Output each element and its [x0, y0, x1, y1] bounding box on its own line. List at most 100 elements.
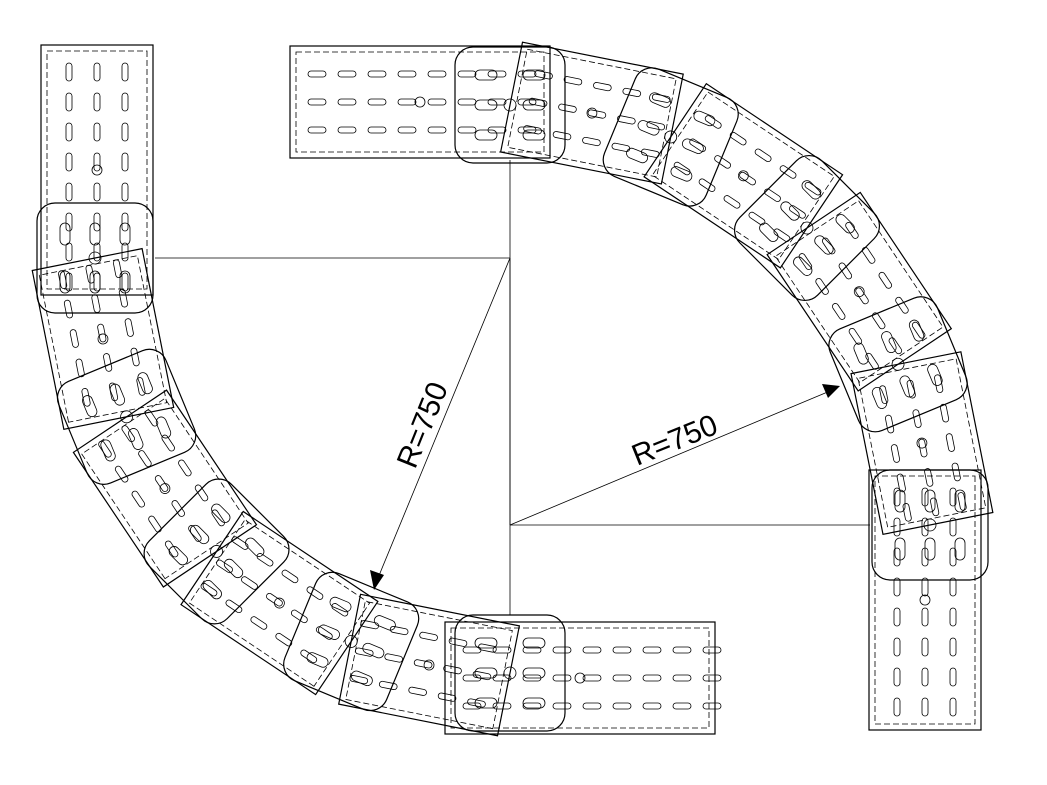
- joint-slot: [522, 697, 546, 709]
- slot: [290, 609, 308, 624]
- slot: [108, 382, 119, 402]
- joint-slot: [649, 92, 671, 108]
- slot: [729, 131, 747, 146]
- slot: [478, 643, 497, 653]
- tray-segment-inner-edge: [507, 48, 677, 178]
- tray-segment-inner-edge: [774, 200, 944, 384]
- slot: [885, 414, 895, 434]
- slot: [443, 665, 462, 675]
- joint-slot: [626, 147, 649, 164]
- joint-slot: [350, 670, 373, 687]
- joint-plate-outline: [602, 67, 739, 207]
- slot: [832, 303, 846, 320]
- slot: [949, 487, 957, 507]
- slot: [893, 607, 901, 627]
- slot: [878, 271, 893, 289]
- joint-slot: [119, 222, 131, 246]
- right-radius-dimension: R=750: [509, 384, 840, 526]
- joint-slot: [223, 558, 244, 579]
- joint-plate-outline: [283, 571, 420, 712]
- slot: [893, 667, 901, 687]
- curved-tray-segment: [766, 191, 953, 392]
- joint-slot: [89, 222, 101, 246]
- left-radius-dimension: R=750: [370, 257, 511, 590]
- joint-slot: [137, 372, 153, 395]
- slot: [582, 702, 602, 710]
- slot: [225, 599, 243, 614]
- joint-plate: [871, 469, 989, 581]
- slot: [611, 142, 631, 152]
- left-tray-bend: [31, 44, 722, 737]
- joint-plate: [283, 571, 420, 712]
- slot: [266, 592, 283, 607]
- curved-tray-segment: [850, 351, 994, 536]
- slot: [912, 409, 922, 428]
- bolt-hole: [853, 286, 865, 298]
- joint-slot: [474, 99, 498, 111]
- slot: [593, 82, 612, 92]
- tray-segment-inner-edge: [46, 50, 148, 290]
- slot: [378, 680, 398, 691]
- slot: [890, 444, 901, 463]
- slot: [522, 646, 542, 654]
- slot: [136, 377, 146, 396]
- joint-slot: [202, 579, 222, 600]
- slot: [367, 70, 387, 78]
- joint-slot: [474, 667, 498, 679]
- joint-plate-outline: [56, 348, 197, 485]
- joint-slot: [59, 222, 71, 246]
- slot: [93, 122, 101, 142]
- slot: [949, 667, 957, 687]
- slot: [921, 637, 929, 657]
- joint-slot: [894, 537, 906, 561]
- slot: [256, 553, 274, 567]
- slot: [331, 603, 349, 617]
- slot: [81, 388, 91, 407]
- joint-slot: [81, 395, 98, 418]
- slot: [949, 697, 957, 717]
- joint-slot: [128, 428, 144, 450]
- slot: [216, 559, 233, 574]
- slot: [427, 126, 447, 134]
- slot: [408, 686, 427, 696]
- construction-lines: [155, 160, 870, 615]
- tray-segment-outline: [31, 247, 175, 430]
- slot: [65, 212, 73, 232]
- bolt-hole: [91, 164, 103, 176]
- slot: [121, 62, 129, 82]
- joint-slot: [474, 637, 498, 649]
- joint-plate: [56, 348, 197, 485]
- slot: [517, 98, 537, 106]
- slot: [924, 468, 934, 487]
- slot: [815, 278, 829, 295]
- tray-segment-outline: [180, 510, 379, 696]
- bolt-hole: [423, 659, 435, 671]
- slot: [93, 182, 101, 202]
- slot: [739, 171, 756, 186]
- joint-bolt: [503, 98, 517, 112]
- slot: [779, 165, 797, 179]
- slot: [582, 136, 601, 147]
- slot: [893, 697, 901, 717]
- curved-tray-segment: [180, 510, 379, 696]
- slot: [622, 87, 642, 98]
- slot: [848, 327, 863, 345]
- joint-slot: [189, 524, 210, 545]
- joint-slot: [759, 222, 779, 242]
- joint-slot: [155, 416, 172, 439]
- slot: [241, 576, 258, 590]
- slot: [552, 702, 572, 710]
- tray-segment-outline: [499, 41, 684, 185]
- bolt-hole: [274, 597, 285, 609]
- slot: [563, 76, 583, 86]
- joint-slot: [894, 489, 906, 513]
- slot: [930, 497, 940, 517]
- slot: [921, 607, 929, 627]
- slot: [65, 92, 73, 112]
- joint-slot: [522, 129, 546, 141]
- joint-bolt: [344, 635, 358, 648]
- slot: [723, 195, 741, 209]
- joint-bolt: [800, 221, 814, 235]
- joint-slot: [853, 342, 869, 365]
- slot: [918, 438, 928, 458]
